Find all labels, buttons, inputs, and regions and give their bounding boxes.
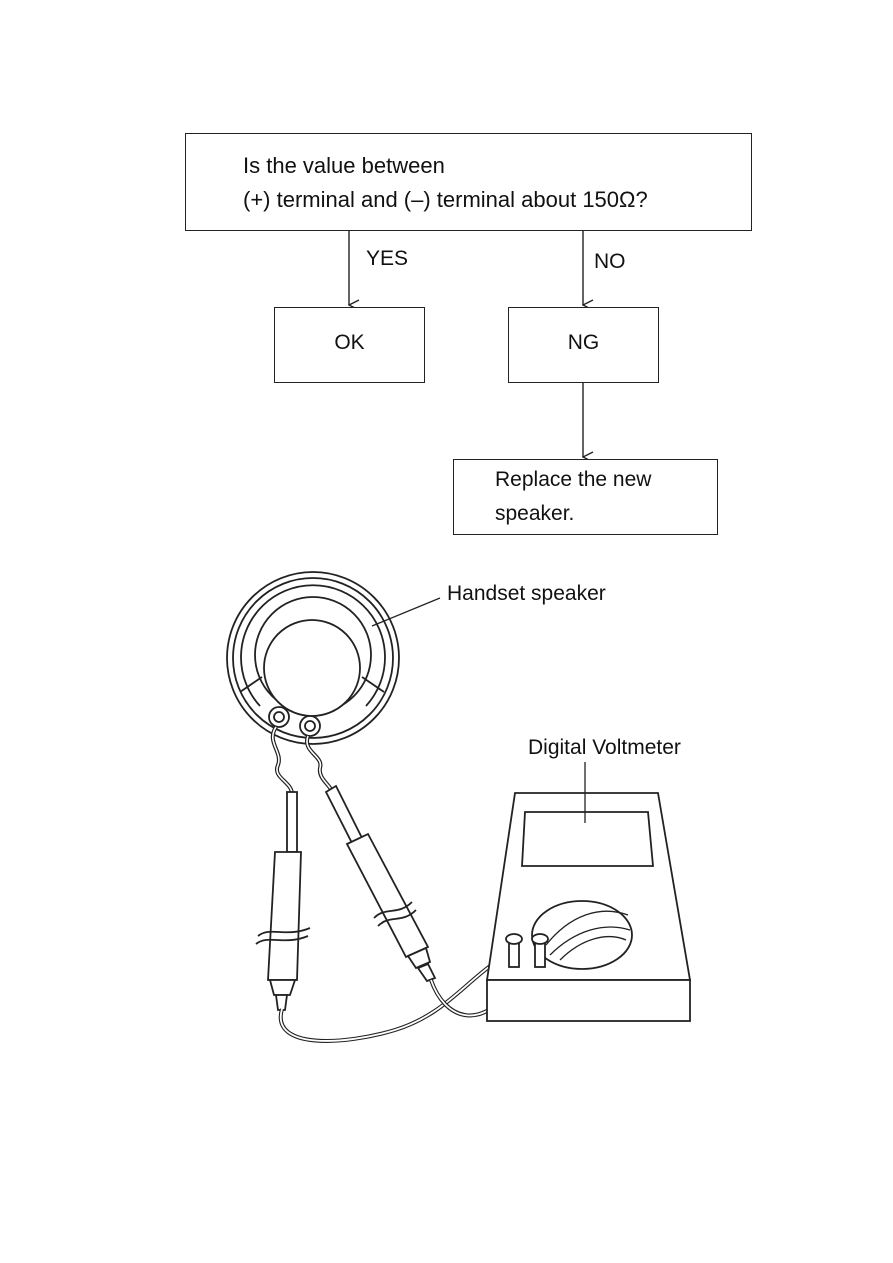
replace-box: Replace the new speaker. [453,459,718,535]
yes-label: YES [366,247,409,270]
replace-line-2: speaker. [495,502,575,525]
question-line-2: (+) terminal and (–) terminal about 150Ω… [243,187,648,212]
no-label: NO [594,250,626,273]
question-line-1: Is the value between [243,153,445,178]
left-probe [255,725,311,1011]
handset-speaker-drawing [226,571,441,745]
speaker-label: Handset speaker [447,582,606,605]
voltmeter-label: Digital Voltmeter [528,736,681,759]
right-probe [304,735,437,983]
replace-line-1: Replace the new [495,468,652,491]
ng-label: NG [567,331,600,354]
ok-label: OK [334,331,365,354]
ng-box: NG [508,307,659,383]
question-box: Is the value between (+) terminal and (–… [185,133,752,231]
digital-voltmeter-drawing [485,762,692,1022]
ok-box: OK [274,307,425,383]
